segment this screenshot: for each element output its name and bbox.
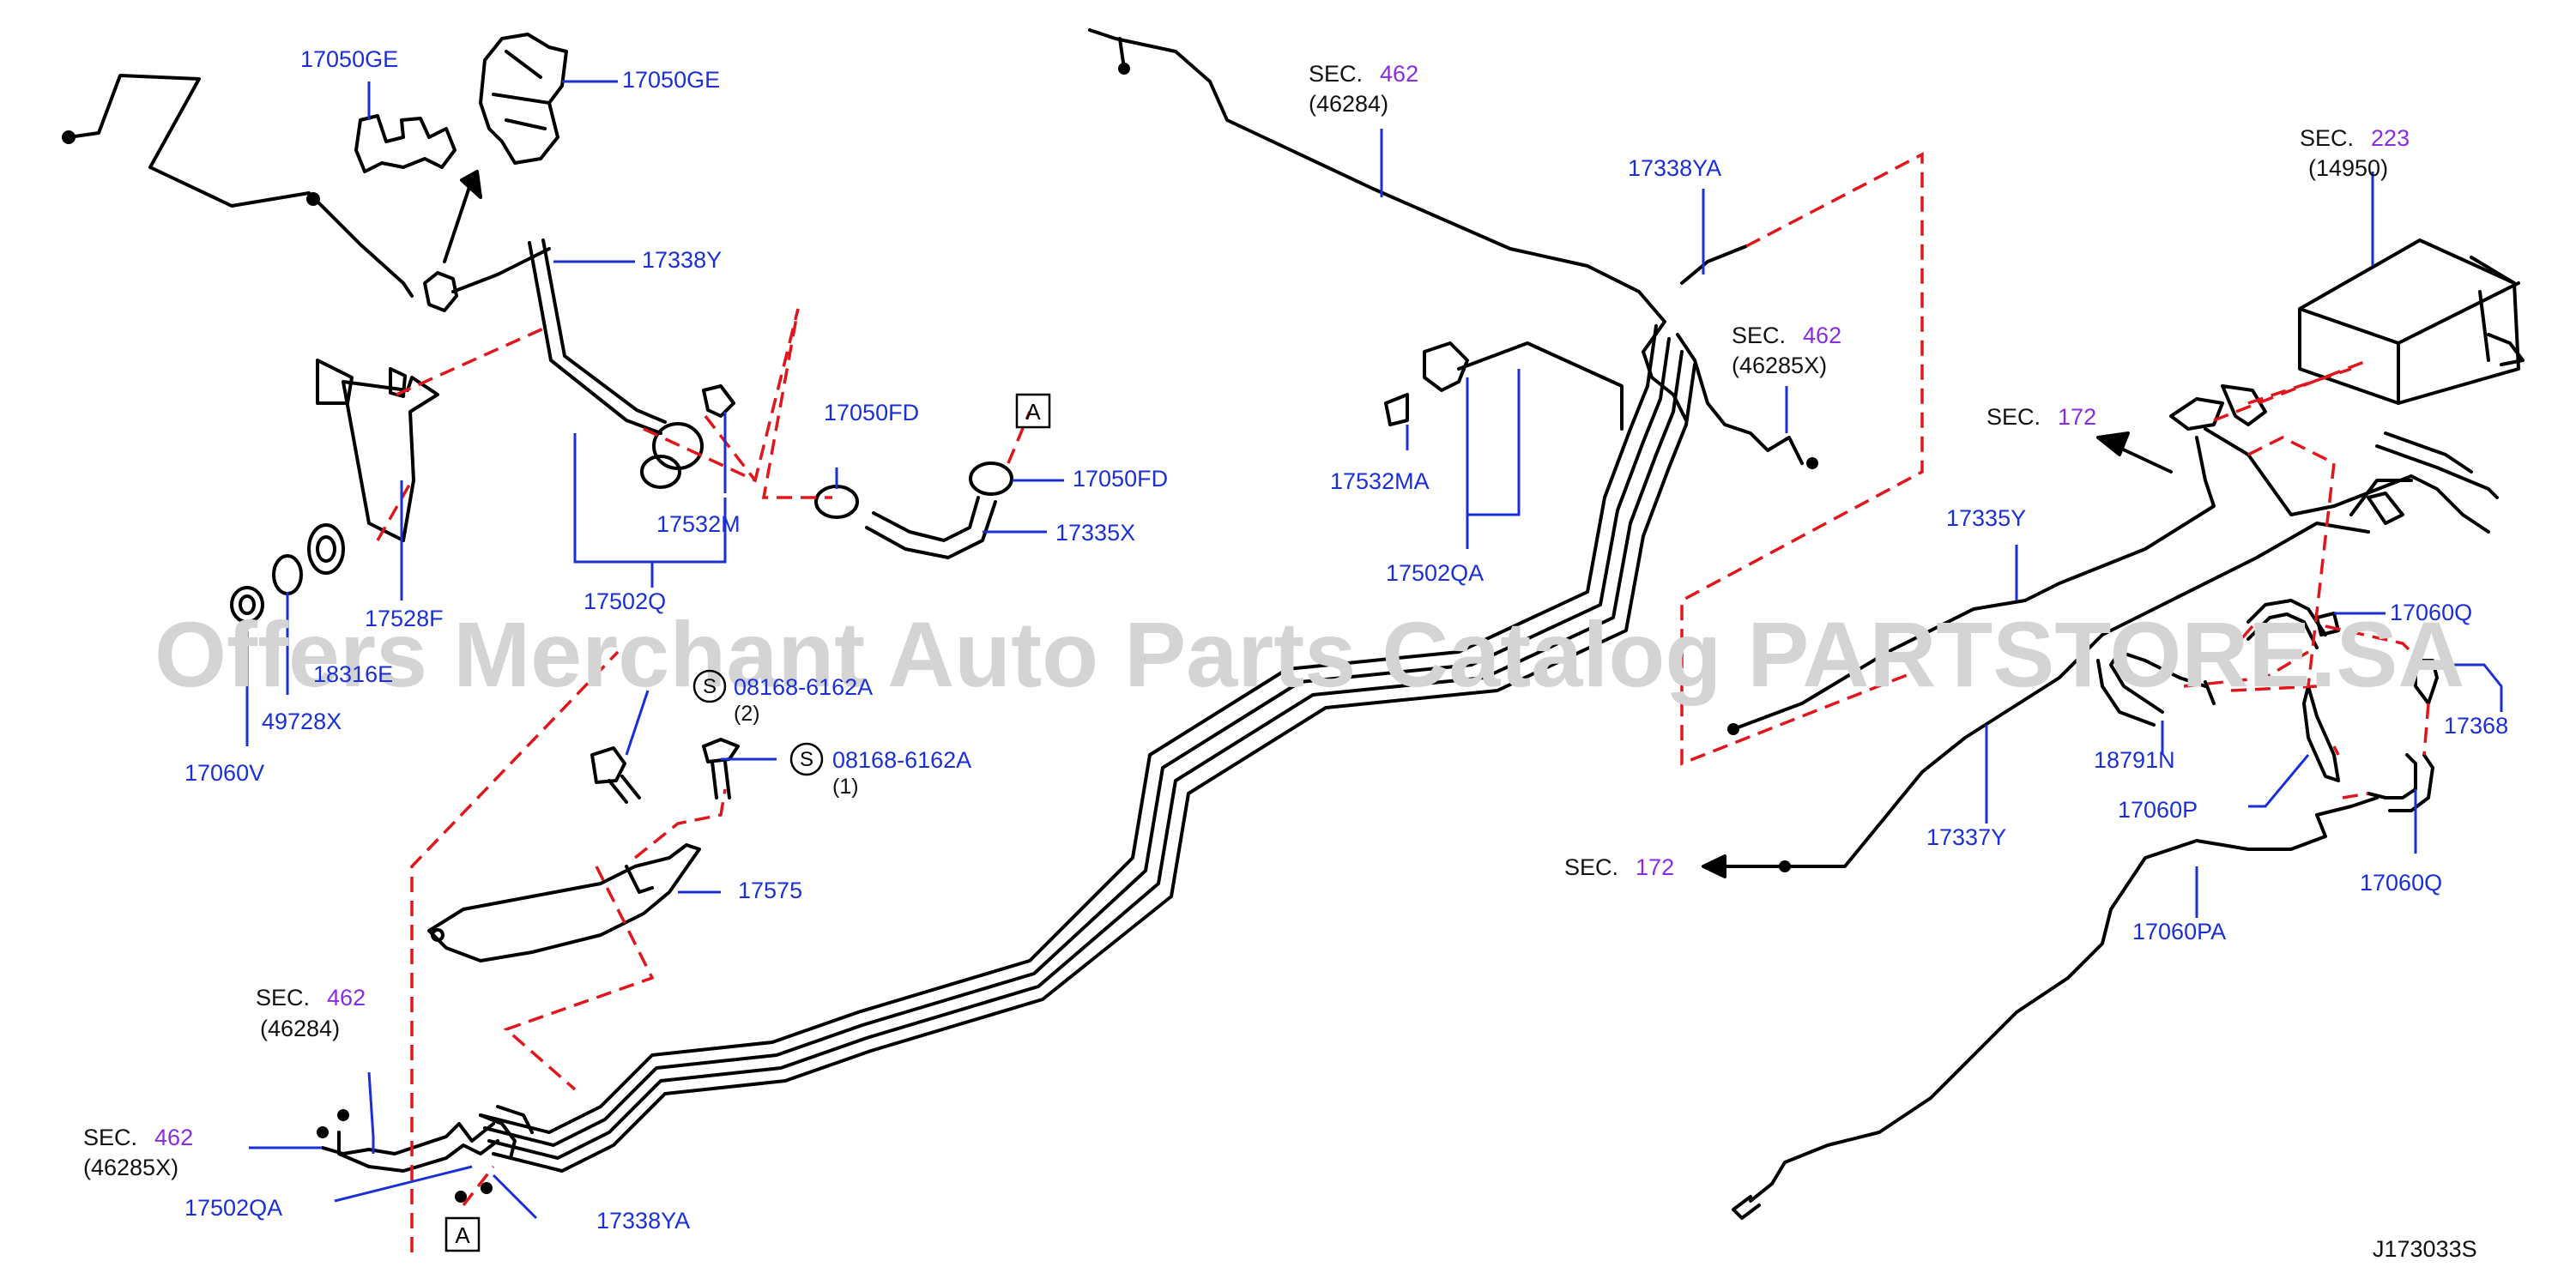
label-18316e[interactable]: 18316E xyxy=(313,661,393,687)
a-letter-bottom: A xyxy=(455,1222,470,1248)
section-references: SEC.462 (46284) SEC.462 (46285X) SEC.223… xyxy=(83,61,2410,1180)
section-ref-172-lower[interactable]: SEC.172 xyxy=(1564,854,1674,880)
label-17060p[interactable]: 17060P xyxy=(2118,797,2198,823)
label-17528f[interactable]: 17528F xyxy=(365,606,444,631)
qty-bolt-b: (1) xyxy=(832,775,859,799)
label-17060v[interactable]: 17060V xyxy=(184,760,264,786)
quantity-markers: (2) (1) xyxy=(734,702,859,799)
section-ref-462-left-code: (46285X) xyxy=(83,1155,178,1180)
a-markers xyxy=(444,393,1051,1252)
s-circle-b xyxy=(789,742,824,776)
label-17060q-b[interactable]: 17060Q xyxy=(2360,870,2442,896)
label-17050ge-b[interactable]: 17050GE xyxy=(622,67,720,93)
label-17050fd-a[interactable]: 17050FD xyxy=(824,400,919,425)
label-08168-6162a-a[interactable]: 08168-6162A xyxy=(734,674,873,700)
section-ref-462-left[interactable]: SEC.462 xyxy=(83,1125,193,1150)
label-17502qa-a[interactable]: 17502QA xyxy=(184,1195,282,1221)
section-ref-223[interactable]: SEC.223 xyxy=(2300,125,2410,151)
label-17532ma[interactable]: 17532MA xyxy=(1330,468,1430,494)
label-17532m[interactable]: 17532M xyxy=(656,511,741,537)
section-ref-462-top-code: (46284) xyxy=(1309,91,1388,117)
s-circle-a xyxy=(692,669,727,703)
label-17060q-a[interactable]: 17060Q xyxy=(2390,600,2472,625)
label-17335y[interactable]: 17335Y xyxy=(1946,505,2026,531)
diagram-id: J173033S xyxy=(2373,1236,2477,1262)
section-ref-462-top[interactable]: SEC.462 xyxy=(1309,61,1418,87)
label-08168-6162a-b[interactable]: 08168-6162A xyxy=(832,747,971,773)
label-17060pa[interactable]: 17060PA xyxy=(2132,919,2226,944)
section-ref-223-code: (14950) xyxy=(2308,155,2388,181)
dashed-reference-lines xyxy=(376,152,2430,1252)
section-ref-172-upper[interactable]: SEC.172 xyxy=(1986,404,2096,430)
a-letter-top: A xyxy=(1025,399,1041,425)
label-17338ya-b[interactable]: 17338YA xyxy=(1628,155,1721,181)
section-ref-462-bottom-code: (46284) xyxy=(260,1016,340,1041)
label-17368[interactable]: 17368 xyxy=(2444,713,2508,739)
qty-bolt-a: (2) xyxy=(734,702,760,726)
label-17338ya-a[interactable]: 17338YA xyxy=(596,1208,690,1234)
label-17575[interactable]: 17575 xyxy=(738,878,802,903)
label-17502qa-b[interactable]: 17502QA xyxy=(1386,560,1484,586)
watermark-text: Offers Merchant Auto Parts Catalog PARTS… xyxy=(154,602,2464,706)
s-markers xyxy=(692,669,824,776)
a-box-bottom[interactable] xyxy=(444,1216,481,1252)
s-letter-a: S xyxy=(703,675,717,698)
label-17050fd-b[interactable]: 17050FD xyxy=(1073,466,1168,492)
label-17335x[interactable]: 17335X xyxy=(1055,520,1135,546)
section-ref-462-right-code: (46285X) xyxy=(1732,353,1827,378)
label-17337y[interactable]: 17337Y xyxy=(1926,824,2006,850)
label-17338y[interactable]: 17338Y xyxy=(642,247,722,273)
label-18791n[interactable]: 18791N xyxy=(2094,747,2175,773)
part-linework xyxy=(62,28,2525,1220)
leader-lines xyxy=(245,80,2503,1220)
a-box-top[interactable] xyxy=(1015,393,1051,429)
section-ref-462-bottom[interactable]: SEC.462 xyxy=(256,985,366,1011)
section-ref-462-right[interactable]: SEC.462 xyxy=(1732,323,1841,348)
label-49728x[interactable]: 49728X xyxy=(262,709,342,734)
part-number-labels: 17050GE 17050GE 17338Y 17528F 18316E 497… xyxy=(184,46,2508,1234)
s-letter-b: S xyxy=(800,748,813,771)
label-17502q[interactable]: 17502Q xyxy=(584,588,666,614)
label-17050ge-a[interactable]: 17050GE xyxy=(300,46,398,72)
